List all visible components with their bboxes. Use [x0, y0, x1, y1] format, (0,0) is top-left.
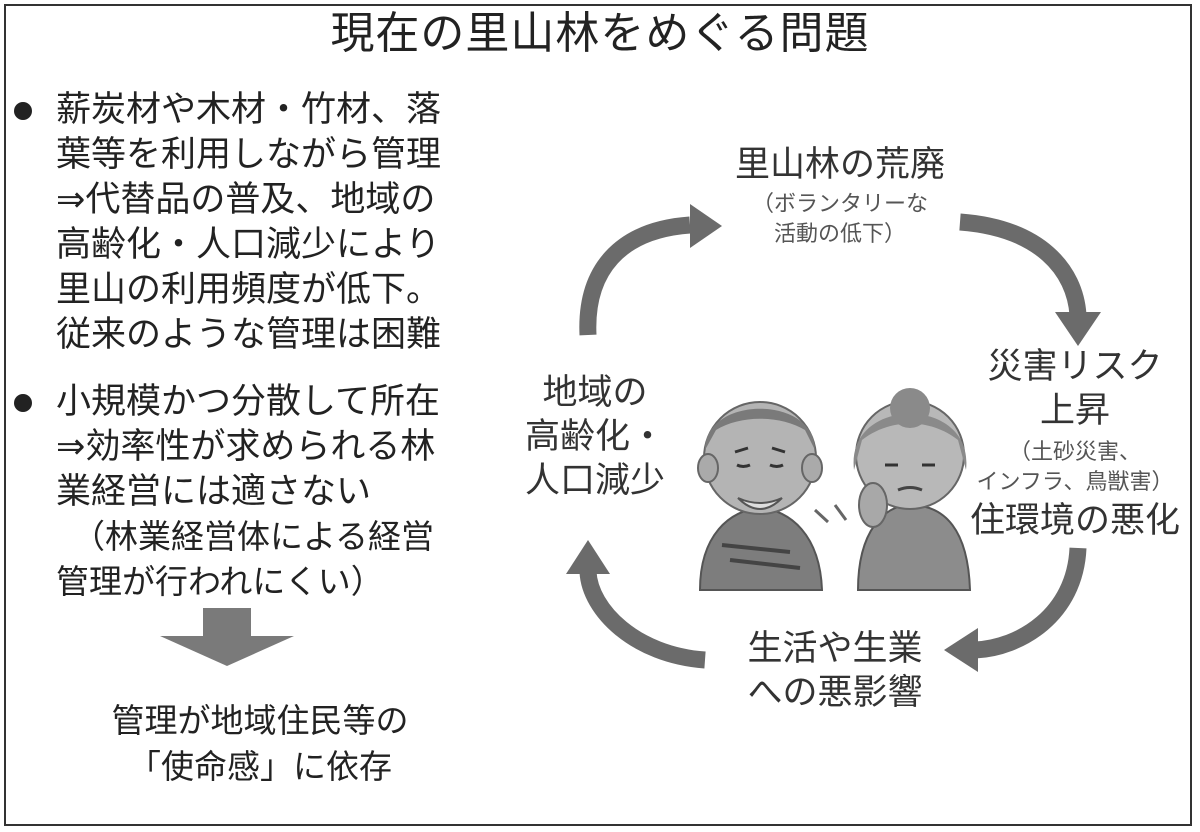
bullet1-line: ⇒代替品の普及、地域の [56, 180, 436, 220]
worry-marks-icon [813, 504, 848, 524]
bullet2-note-line: （林業経営体による経営 [72, 517, 435, 556]
bullet1-line: 薪炭材や木材・竹材、落 [56, 90, 442, 130]
bullet2-line: 業経営には適さない [56, 472, 372, 512]
cycle-arrow-top-left [579, 216, 691, 336]
bullet1-line: 高齢化・人口減少により [56, 225, 441, 265]
arrowhead-icon [1055, 312, 1101, 346]
cycle-arrow-bottom-right [974, 547, 1087, 659]
cycle-right-main: 住環境の悪化 [969, 501, 1180, 541]
elderly-woman-illustration-icon [853, 388, 972, 591]
cycle-right-sub: （土砂災害、 [1008, 440, 1141, 465]
cycle-right-main: 上昇 [1039, 391, 1110, 431]
bullet2-line: ⇒効率性が求められる林 [56, 427, 436, 467]
cycle-top-sub: （ボランタリーな [751, 192, 928, 217]
cycle-right-sub: インフラ、鳥獣害） [976, 470, 1174, 495]
bullet1-line: 従来のような管理は困難 [56, 315, 442, 355]
cycle-left-label: 人口減少 [524, 461, 665, 501]
bullet2-note-line: 管理が行われにくい） [56, 562, 384, 601]
bullet2-line: 小規模かつ分散して所在 [56, 382, 440, 422]
arrowhead-icon [566, 540, 610, 574]
cycle-top-main: 里山林の荒廃 [734, 145, 945, 185]
arrowhead-icon [944, 628, 978, 672]
cycle-top-sub: 活動の低下） [773, 222, 906, 247]
cycle-left-label: 高齢化・ [524, 417, 665, 457]
bullet-dot-icon [14, 394, 32, 412]
cycle-arrow-bottom-left [579, 570, 706, 669]
cycle-left-label: 地域の [542, 373, 648, 413]
cycle-bottom-label: への悪影響 [747, 673, 923, 713]
cycle-arrow-top-right [959, 213, 1087, 316]
arrowhead-icon [690, 204, 722, 248]
bullet1-line: 葉等を利用しながら管理 [56, 135, 442, 175]
page-title: 現在の里山林をめぐる問題 [330, 8, 870, 59]
down-arrow-icon [160, 608, 294, 666]
elderly-man-illustration-icon [697, 401, 824, 591]
cycle-bottom-label: 生活や生業 [747, 629, 923, 669]
conclusion-line: 「使命感」に依存 [128, 747, 392, 786]
bullet1-line: 里山の利用頻度が低下。 [56, 270, 442, 310]
diagram-frame [4, 4, 1192, 826]
conclusion-line: 管理が地域住民等の [111, 701, 409, 740]
cycle-right-main: 災害リスク [987, 347, 1163, 387]
bullet-dot-icon [14, 102, 32, 120]
